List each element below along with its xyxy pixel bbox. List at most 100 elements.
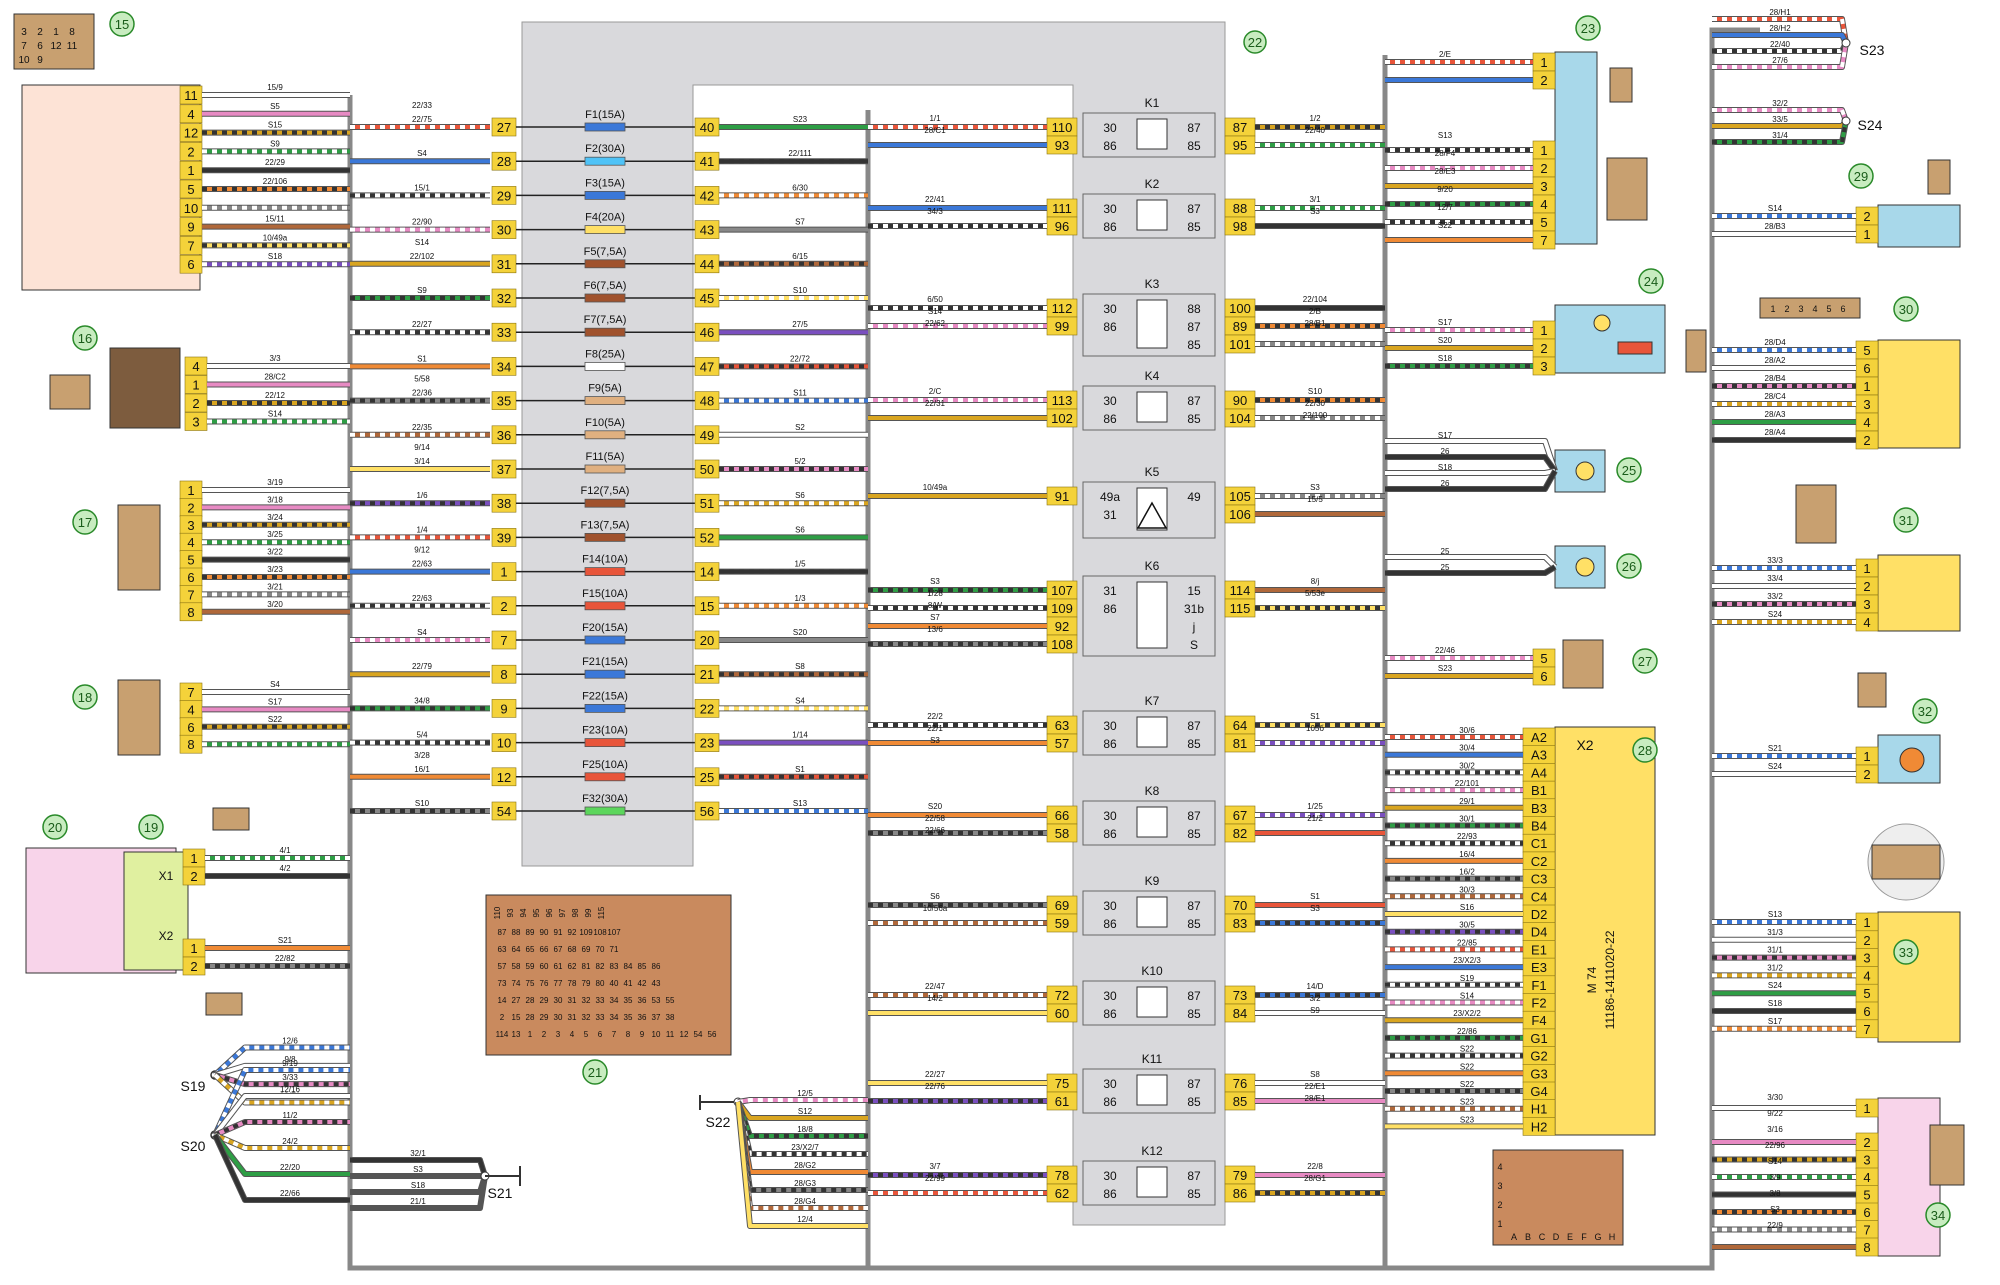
block-pin: 115: [597, 906, 606, 919]
block-pin: 42: [638, 979, 647, 988]
s20-wire-stripe: [213, 1134, 350, 1202]
fuse-rating: F25(10A): [582, 759, 628, 771]
pin-number: 14: [700, 565, 714, 580]
relay-contact: 31: [1103, 508, 1117, 522]
pin-number: 9: [500, 701, 507, 716]
c19-connector: [212, 807, 250, 831]
block-pin: 89: [526, 928, 535, 937]
block-pin: 27: [512, 996, 521, 1005]
fuse-element: [584, 669, 626, 679]
bottom-components: S1912/69/83/3328/F1S209/1912/1611/224/22…: [181, 894, 868, 1229]
wire-code: 22/75: [412, 115, 433, 124]
pin-number: 33: [497, 325, 511, 340]
wire-code: 22/63: [412, 560, 433, 569]
pin-number: 105: [1229, 489, 1251, 504]
wire-code: 22/102: [410, 252, 435, 261]
c33-connector: [1871, 844, 1941, 880]
wire-code: S15: [268, 121, 283, 130]
block-pin: 110: [493, 906, 502, 919]
block-pin: 87: [498, 928, 507, 937]
component-badge: [1616, 553, 1642, 579]
pin-number: 1: [190, 851, 197, 866]
wire-code: 3/9: [1769, 1173, 1781, 1182]
wire-code: S23: [793, 115, 808, 124]
wire-code: 31/4: [1772, 131, 1788, 140]
pin-number: 89: [1233, 319, 1247, 334]
wire-code: 3/23: [267, 565, 283, 574]
wire-code: S19: [1460, 974, 1475, 983]
pin-number: 3: [1863, 951, 1870, 966]
top-wire-stripe: [1712, 108, 1848, 122]
wire-code: 1/28: [927, 589, 943, 598]
block-pin: 57: [498, 962, 507, 971]
relay-contact: 88: [1187, 302, 1201, 316]
s22-wire-stripe: [737, 1098, 868, 1104]
heater-icon: [1617, 341, 1653, 355]
pin-number: 5: [1540, 651, 1547, 666]
component-number: 27: [1638, 654, 1652, 669]
relay-contact: 86: [1103, 412, 1117, 426]
pin-number: 2: [190, 869, 197, 884]
relay-name: K8: [1145, 784, 1160, 798]
label-22: 22: [1248, 35, 1262, 50]
ecu-col-label: F: [1581, 1232, 1587, 1242]
fuse-rating: F12(7,5A): [581, 485, 630, 497]
wire-code: S3: [1310, 904, 1320, 913]
block-pin: 9: [640, 1030, 645, 1039]
block-pin: 94: [519, 908, 528, 917]
fuse-element: [584, 396, 626, 406]
block-pin: 68: [568, 945, 577, 954]
pin-number: 1: [192, 378, 199, 393]
wire-code: S1: [417, 354, 427, 363]
wire-code: 28/E3: [1435, 167, 1456, 176]
fuse-element: [584, 498, 626, 508]
fuse-rows: 22/7522/3327F1(15A)40S23S428F2(30A)4122/…: [350, 101, 868, 821]
wire-code: 27/6: [1772, 56, 1788, 65]
relay-coil: [1136, 299, 1168, 349]
pin-number: 6: [187, 257, 194, 272]
wire-code: 28/D4: [1764, 338, 1786, 347]
component-badge: [42, 814, 68, 840]
pin-number: 113: [1052, 393, 1073, 408]
wire-code: 22/101: [1455, 779, 1480, 788]
wire-code: 18/8: [797, 1125, 813, 1134]
relay-contact: 30: [1103, 899, 1117, 913]
wire-code: S22: [1460, 1045, 1475, 1054]
label-22-badge: [1243, 30, 1267, 54]
s20-label: S20: [181, 1138, 206, 1154]
pin-number: 56: [700, 804, 714, 819]
relay-coil: [1136, 581, 1168, 649]
pin-number: 63: [1055, 718, 1069, 733]
pin-number: 73: [1233, 988, 1247, 1003]
relay-contact: 87: [1187, 320, 1201, 334]
wire-code: S4: [417, 628, 427, 637]
block-pin: 3: [556, 1030, 561, 1039]
fuse-element: [584, 327, 626, 337]
fuse-rating: F20(15A): [582, 622, 628, 634]
pin-number: 2: [190, 959, 197, 974]
wire-code: 15/5: [1307, 495, 1323, 504]
ecu-col-label: D: [1553, 1232, 1560, 1242]
wire-code: 8/W: [928, 601, 943, 610]
block-pin: 78: [568, 979, 577, 988]
pin-number: 9: [187, 220, 194, 235]
wire-code: 22/29: [265, 158, 286, 167]
wire-code: 9/20: [1437, 185, 1453, 194]
relay-contact: 85: [1187, 1187, 1201, 1201]
pin-number: 92: [1055, 619, 1069, 634]
connector-pin: 2: [37, 27, 43, 38]
wire-code: 14/D: [1307, 982, 1324, 991]
block-pin: 31: [568, 1013, 577, 1022]
block-pin: 31: [568, 996, 577, 1005]
relay-contact: 86: [1103, 1007, 1117, 1021]
relay-coil: [1136, 391, 1168, 423]
relay-name: K3: [1145, 277, 1160, 291]
wire-code: 22/66: [280, 1189, 301, 1198]
wire-code: 34/8: [414, 696, 430, 705]
pin-number: 2: [1863, 579, 1870, 594]
relay-coil: [1136, 199, 1168, 231]
ecu-part-number: 11186-1411020-22: [1603, 930, 1617, 1029]
pin-number: 47: [700, 359, 714, 374]
wire-code: 2/E: [1439, 50, 1451, 59]
